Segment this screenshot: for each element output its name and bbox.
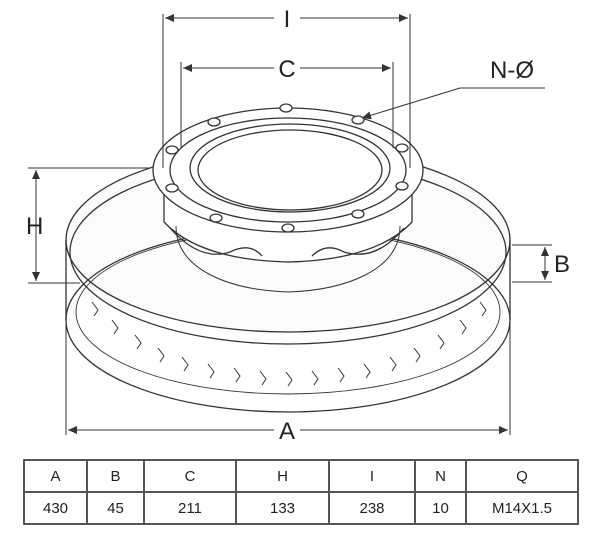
- value-b: 45: [86, 491, 145, 525]
- bolt-holes: [165, 103, 409, 233]
- header-a: A: [23, 459, 88, 493]
- header-q: Q: [465, 459, 579, 493]
- cooling-vanes: [91, 301, 487, 387]
- table-value-row: 430 45 211 133 238 10 M14X1.5: [23, 491, 579, 525]
- leader-n: [361, 87, 545, 120]
- dimension-h: [28, 167, 150, 284]
- label-b: B: [554, 251, 570, 278]
- header-h: H: [235, 459, 330, 493]
- value-q: M14X1.5: [465, 491, 579, 525]
- header-n: N: [414, 459, 467, 493]
- value-h: 133: [235, 491, 330, 525]
- brake-disc-drawing: I C N-Ø H B A: [26, 6, 570, 445]
- label-a: A: [279, 418, 295, 445]
- table-header-row: A B C H I N Q: [23, 459, 579, 493]
- label-c: C: [278, 56, 295, 83]
- header-i: I: [328, 459, 416, 493]
- label-i: I: [284, 6, 291, 33]
- value-a: 430: [23, 491, 88, 525]
- label-h: H: [26, 213, 43, 240]
- header-c: C: [143, 459, 237, 493]
- hub-hat: [152, 103, 424, 293]
- value-c: 211: [143, 491, 237, 525]
- spec-table: A B C H I N Q 430 45 211 133 238 10 M14X…: [23, 459, 579, 525]
- value-n: 10: [414, 491, 467, 525]
- label-n: N-Ø: [490, 57, 534, 84]
- value-i: 238: [328, 491, 416, 525]
- header-b: B: [86, 459, 145, 493]
- dimension-b: [512, 244, 552, 283]
